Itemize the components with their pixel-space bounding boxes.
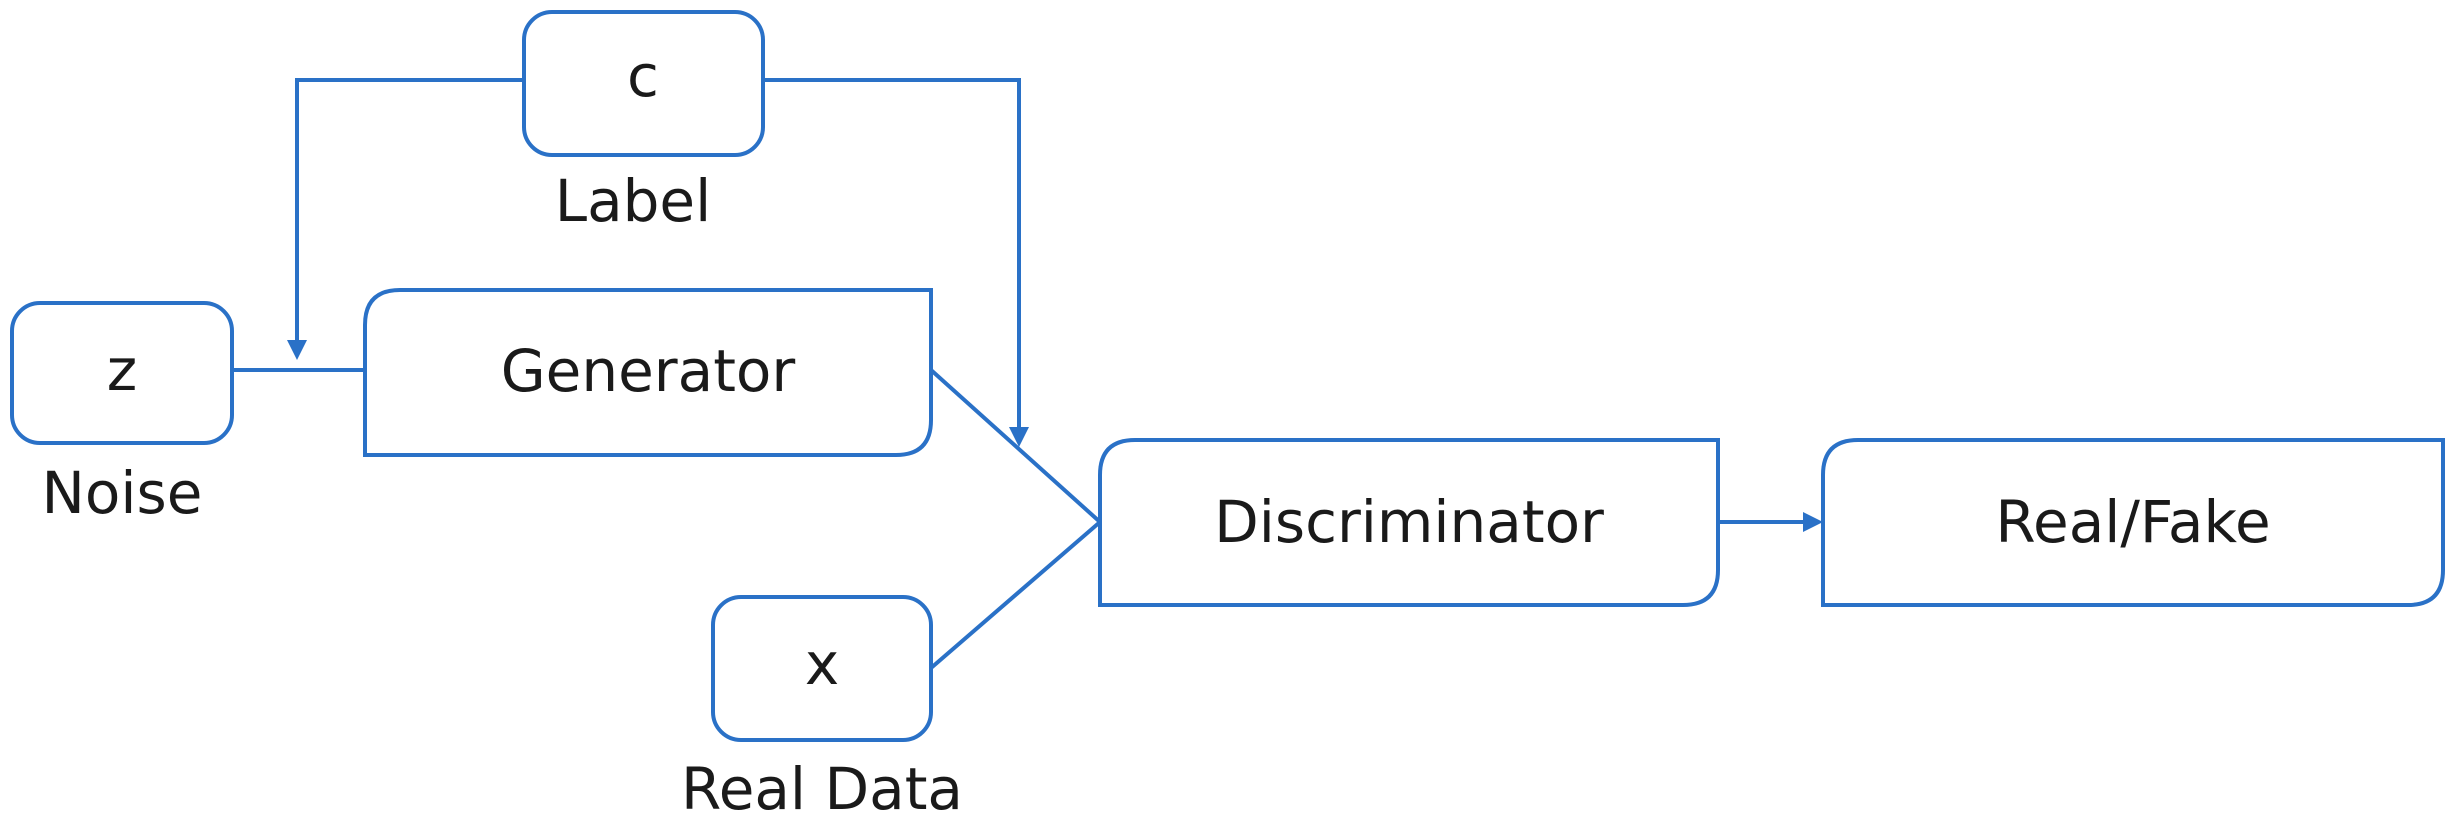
edges [232, 78, 1823, 670]
edge-generator-to-discriminator [929, 368, 1102, 524]
edge-realdata-to-discriminator [929, 520, 1102, 670]
real-data-box [711, 595, 933, 742]
noise-node-text: z [107, 336, 137, 404]
output-node-text: Real/Fake [1995, 488, 2270, 556]
generator-node-text: Generator [501, 337, 796, 405]
edge-label-to-discriminator [763, 78, 1021, 432]
edge-label-to-generator [295, 78, 524, 345]
discriminator-node: Discriminator [1098, 438, 1720, 607]
label-caption: Label [555, 167, 711, 235]
generator-node: Generator [363, 288, 933, 457]
real-data-node-text: x [805, 630, 839, 698]
noise-caption: Noise [42, 459, 203, 527]
discriminator-box [1098, 438, 1720, 607]
output-node: Real/Fake [1821, 438, 2445, 607]
label-box [522, 10, 765, 157]
output-box [1821, 438, 2445, 607]
label-node-text: c [627, 42, 659, 110]
real-data-node: x Real Data [681, 595, 963, 823]
real-data-caption: Real Data [681, 755, 963, 823]
noise-box [10, 301, 234, 445]
arrowhead-discriminator-to-output [1803, 512, 1823, 532]
discriminator-node-text: Discriminator [1214, 488, 1604, 556]
generator-box [363, 288, 933, 457]
noise-node: z Noise [10, 301, 234, 527]
label-node: c Label [522, 10, 765, 235]
arrowhead-label-to-discriminator [1009, 427, 1029, 447]
arrowhead-label-to-generator [287, 340, 307, 360]
